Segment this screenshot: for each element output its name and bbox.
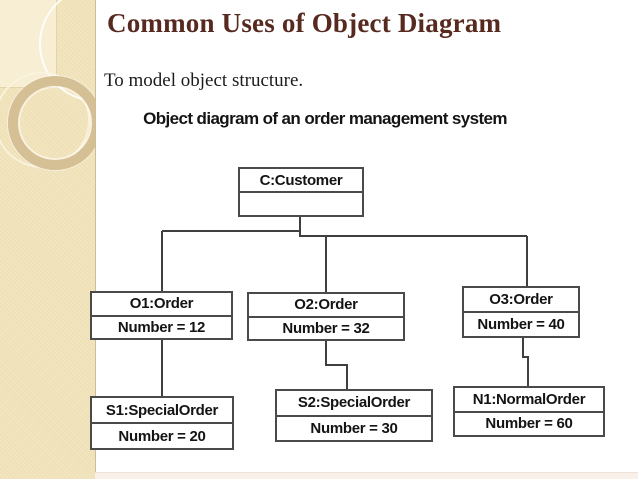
object-name: O1:Order <box>92 293 231 317</box>
page-title: Common Uses of Object Diagram <box>107 8 502 38</box>
slide-subtitle: To model object structure. <box>104 70 304 91</box>
uml-object-s2: S2:SpecialOrder Number = 30 <box>275 389 433 442</box>
uml-object-o1: O1:Order Number = 12 <box>90 291 233 340</box>
object-name: S2:SpecialOrder <box>277 391 431 417</box>
ring-decoration <box>8 76 95 170</box>
object-name: O3:Order <box>464 288 578 313</box>
edge-o2-s2 <box>325 341 348 389</box>
diagram-caption: Object diagram of an order management sy… <box>143 109 507 128</box>
object-attribute: Number = 20 <box>118 427 206 445</box>
object-name: C:Customer <box>240 169 362 193</box>
object-attribute: Number = 32 <box>282 319 370 337</box>
object-name: N1:NormalOrder <box>455 388 603 413</box>
uml-object-customer: C:Customer <box>238 167 364 217</box>
sidebar-decoration <box>0 0 96 479</box>
bottom-band-decoration <box>95 472 638 479</box>
uml-object-s1: S1:SpecialOrder Number = 20 <box>90 396 234 450</box>
object-name: O2:Order <box>249 294 403 318</box>
object-attribute: Number = 12 <box>117 318 206 336</box>
object-attribute: Number = 30 <box>310 419 398 437</box>
object-attribute <box>240 193 362 215</box>
uml-object-o3: O3:Order Number = 40 <box>462 286 580 338</box>
object-attribute: Number = 40 <box>477 316 565 333</box>
object-name: S1:SpecialOrder <box>92 398 232 424</box>
uml-object-n1: N1:NormalOrder Number = 60 <box>453 386 605 437</box>
uml-object-o2: O2:Order Number = 32 <box>247 292 405 341</box>
edge-bus <box>162 230 527 237</box>
object-attribute: Number = 60 <box>485 415 573 433</box>
edge-o3-n1 <box>522 338 529 386</box>
